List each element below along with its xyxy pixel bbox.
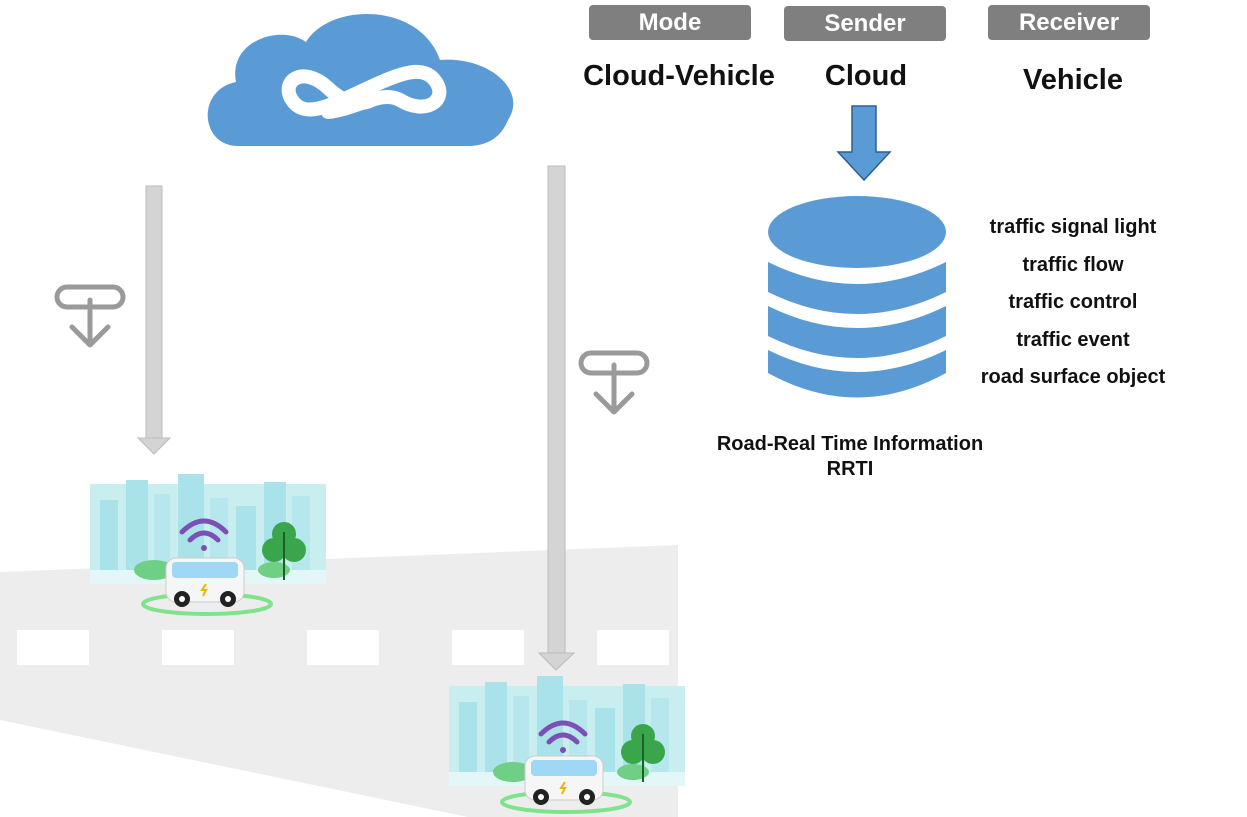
down-arrow-icon — [836, 105, 892, 182]
receive-icon — [578, 350, 650, 415]
receiver-value: Vehicle — [1023, 64, 1123, 96]
info-item: traffic flow — [1022, 254, 1124, 276]
rrti-caption-line2: RRTI — [826, 458, 874, 480]
database-icon — [768, 196, 946, 398]
tree-icon — [262, 522, 306, 580]
sender-tag: Sender — [784, 6, 946, 41]
info-item: road surface object — [980, 366, 1166, 388]
receiver-tag: Receiver — [988, 5, 1150, 40]
mode-value: Cloud-Vehicle — [583, 60, 775, 92]
tree-icon — [621, 724, 665, 782]
lane-markings — [17, 630, 669, 665]
city-scene-2 — [449, 676, 685, 814]
cloud-infinity-icon — [207, 13, 514, 146]
sender-value: Cloud — [824, 60, 908, 92]
mode-tag: Mode — [589, 5, 751, 40]
info-item: traffic signal light — [989, 216, 1157, 238]
down-arrow-icon — [136, 185, 172, 455]
wifi-icon — [538, 720, 588, 753]
wifi-icon — [179, 518, 229, 551]
car-icon — [524, 755, 604, 805]
down-arrow-icon — [537, 165, 576, 671]
rrti-caption-line1: Road-Real Time Information — [716, 433, 984, 455]
car-icon — [165, 557, 245, 607]
receive-icon — [54, 284, 126, 348]
city-scene-1 — [90, 474, 326, 616]
info-item: traffic event — [1016, 329, 1130, 351]
info-item: traffic control — [1008, 291, 1138, 313]
